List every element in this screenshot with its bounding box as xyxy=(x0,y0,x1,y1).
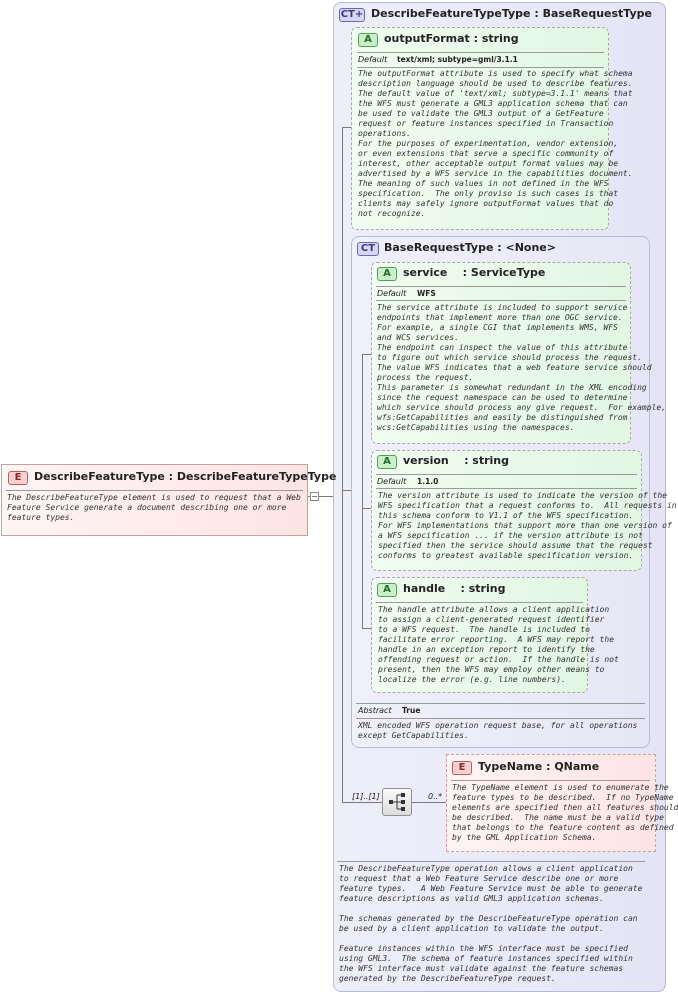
abstract-value: True xyxy=(402,706,421,715)
output-format-doc: The outputFormat attribute is used to sp… xyxy=(358,69,633,218)
sequence-compositor[interactable] xyxy=(382,788,412,816)
handle-doc: The handle attribute allows a client app… xyxy=(378,605,619,684)
sequence-icon xyxy=(389,793,405,811)
default-label: Default xyxy=(377,289,407,298)
divider xyxy=(376,488,637,489)
type-name-doc: The TypeName element is used to enumerat… xyxy=(452,783,678,842)
output-format-title: outputFormat : string xyxy=(384,32,519,45)
type-name-element xyxy=(446,754,656,852)
output-format-attribute xyxy=(351,27,609,230)
type-name-title: TypeName : QName xyxy=(478,760,600,773)
divider xyxy=(376,474,637,475)
base-request-title: BaseRequestType : <None> xyxy=(384,241,556,254)
handle-title: handle : string xyxy=(403,582,506,595)
connector-root-type xyxy=(319,496,333,497)
default-value: WFS xyxy=(417,289,436,298)
default-label: Default xyxy=(377,477,407,486)
connector-base-request xyxy=(342,490,352,491)
abstract-label: Abstract xyxy=(358,706,392,715)
describe-feature-type-element xyxy=(1,464,308,536)
divider xyxy=(451,780,650,781)
root-element-doc: The DescribeFeatureType element is used … xyxy=(7,493,301,522)
divider xyxy=(376,286,626,287)
main-type-title: DescribeFeatureTypeType : BaseRequestTyp… xyxy=(371,7,652,20)
connector-type-name xyxy=(412,802,446,803)
version-attribute xyxy=(371,450,642,571)
base-request-doc: XML encoded WFS operation request base, … xyxy=(358,721,638,740)
connector-attributes xyxy=(362,354,363,628)
service-title: service : ServiceType xyxy=(403,266,546,279)
connector-service xyxy=(362,354,372,355)
default-label: Default xyxy=(358,55,388,64)
version-doc: The version attribute is used to indicat… xyxy=(378,491,677,560)
service-doc: The service attribute is included to sup… xyxy=(377,303,666,432)
divider xyxy=(356,703,645,704)
connector-trunk xyxy=(342,127,343,802)
sequence-occurrence: [1]..[1] xyxy=(352,792,380,801)
divider xyxy=(337,861,645,862)
connector-handle xyxy=(362,628,372,629)
element-icon: E xyxy=(452,761,472,775)
main-type-doc: The DescribeFeatureType operation allows… xyxy=(339,864,643,983)
attribute-icon: A xyxy=(377,583,397,597)
attribute-icon: A xyxy=(377,267,397,281)
divider xyxy=(357,67,604,68)
divider xyxy=(376,300,626,301)
connector-sequence xyxy=(342,802,382,803)
complex-type-icon: CT+ xyxy=(339,8,365,22)
divider xyxy=(356,718,645,719)
default-value: text/xml; subtype=gml/3.1.1 xyxy=(397,55,518,64)
root-element-title: DescribeFeatureType : DescribeFeatureTyp… xyxy=(34,470,337,483)
attribute-icon: A xyxy=(377,455,397,469)
divider xyxy=(357,52,604,53)
type-name-occurrence: 0..* xyxy=(428,792,443,801)
element-icon: E xyxy=(8,471,28,485)
version-title: version : string xyxy=(403,454,510,467)
connector-version xyxy=(362,508,372,509)
default-value: 1.1.0 xyxy=(417,477,439,486)
handle-attribute xyxy=(371,577,588,693)
divider xyxy=(6,490,303,491)
service-attribute xyxy=(371,262,631,444)
connector-output-format xyxy=(342,127,352,128)
collapse-toggle[interactable]: − xyxy=(310,492,319,501)
complex-type-icon: CT xyxy=(357,242,379,256)
divider xyxy=(376,602,583,603)
attribute-icon: A xyxy=(358,33,378,47)
